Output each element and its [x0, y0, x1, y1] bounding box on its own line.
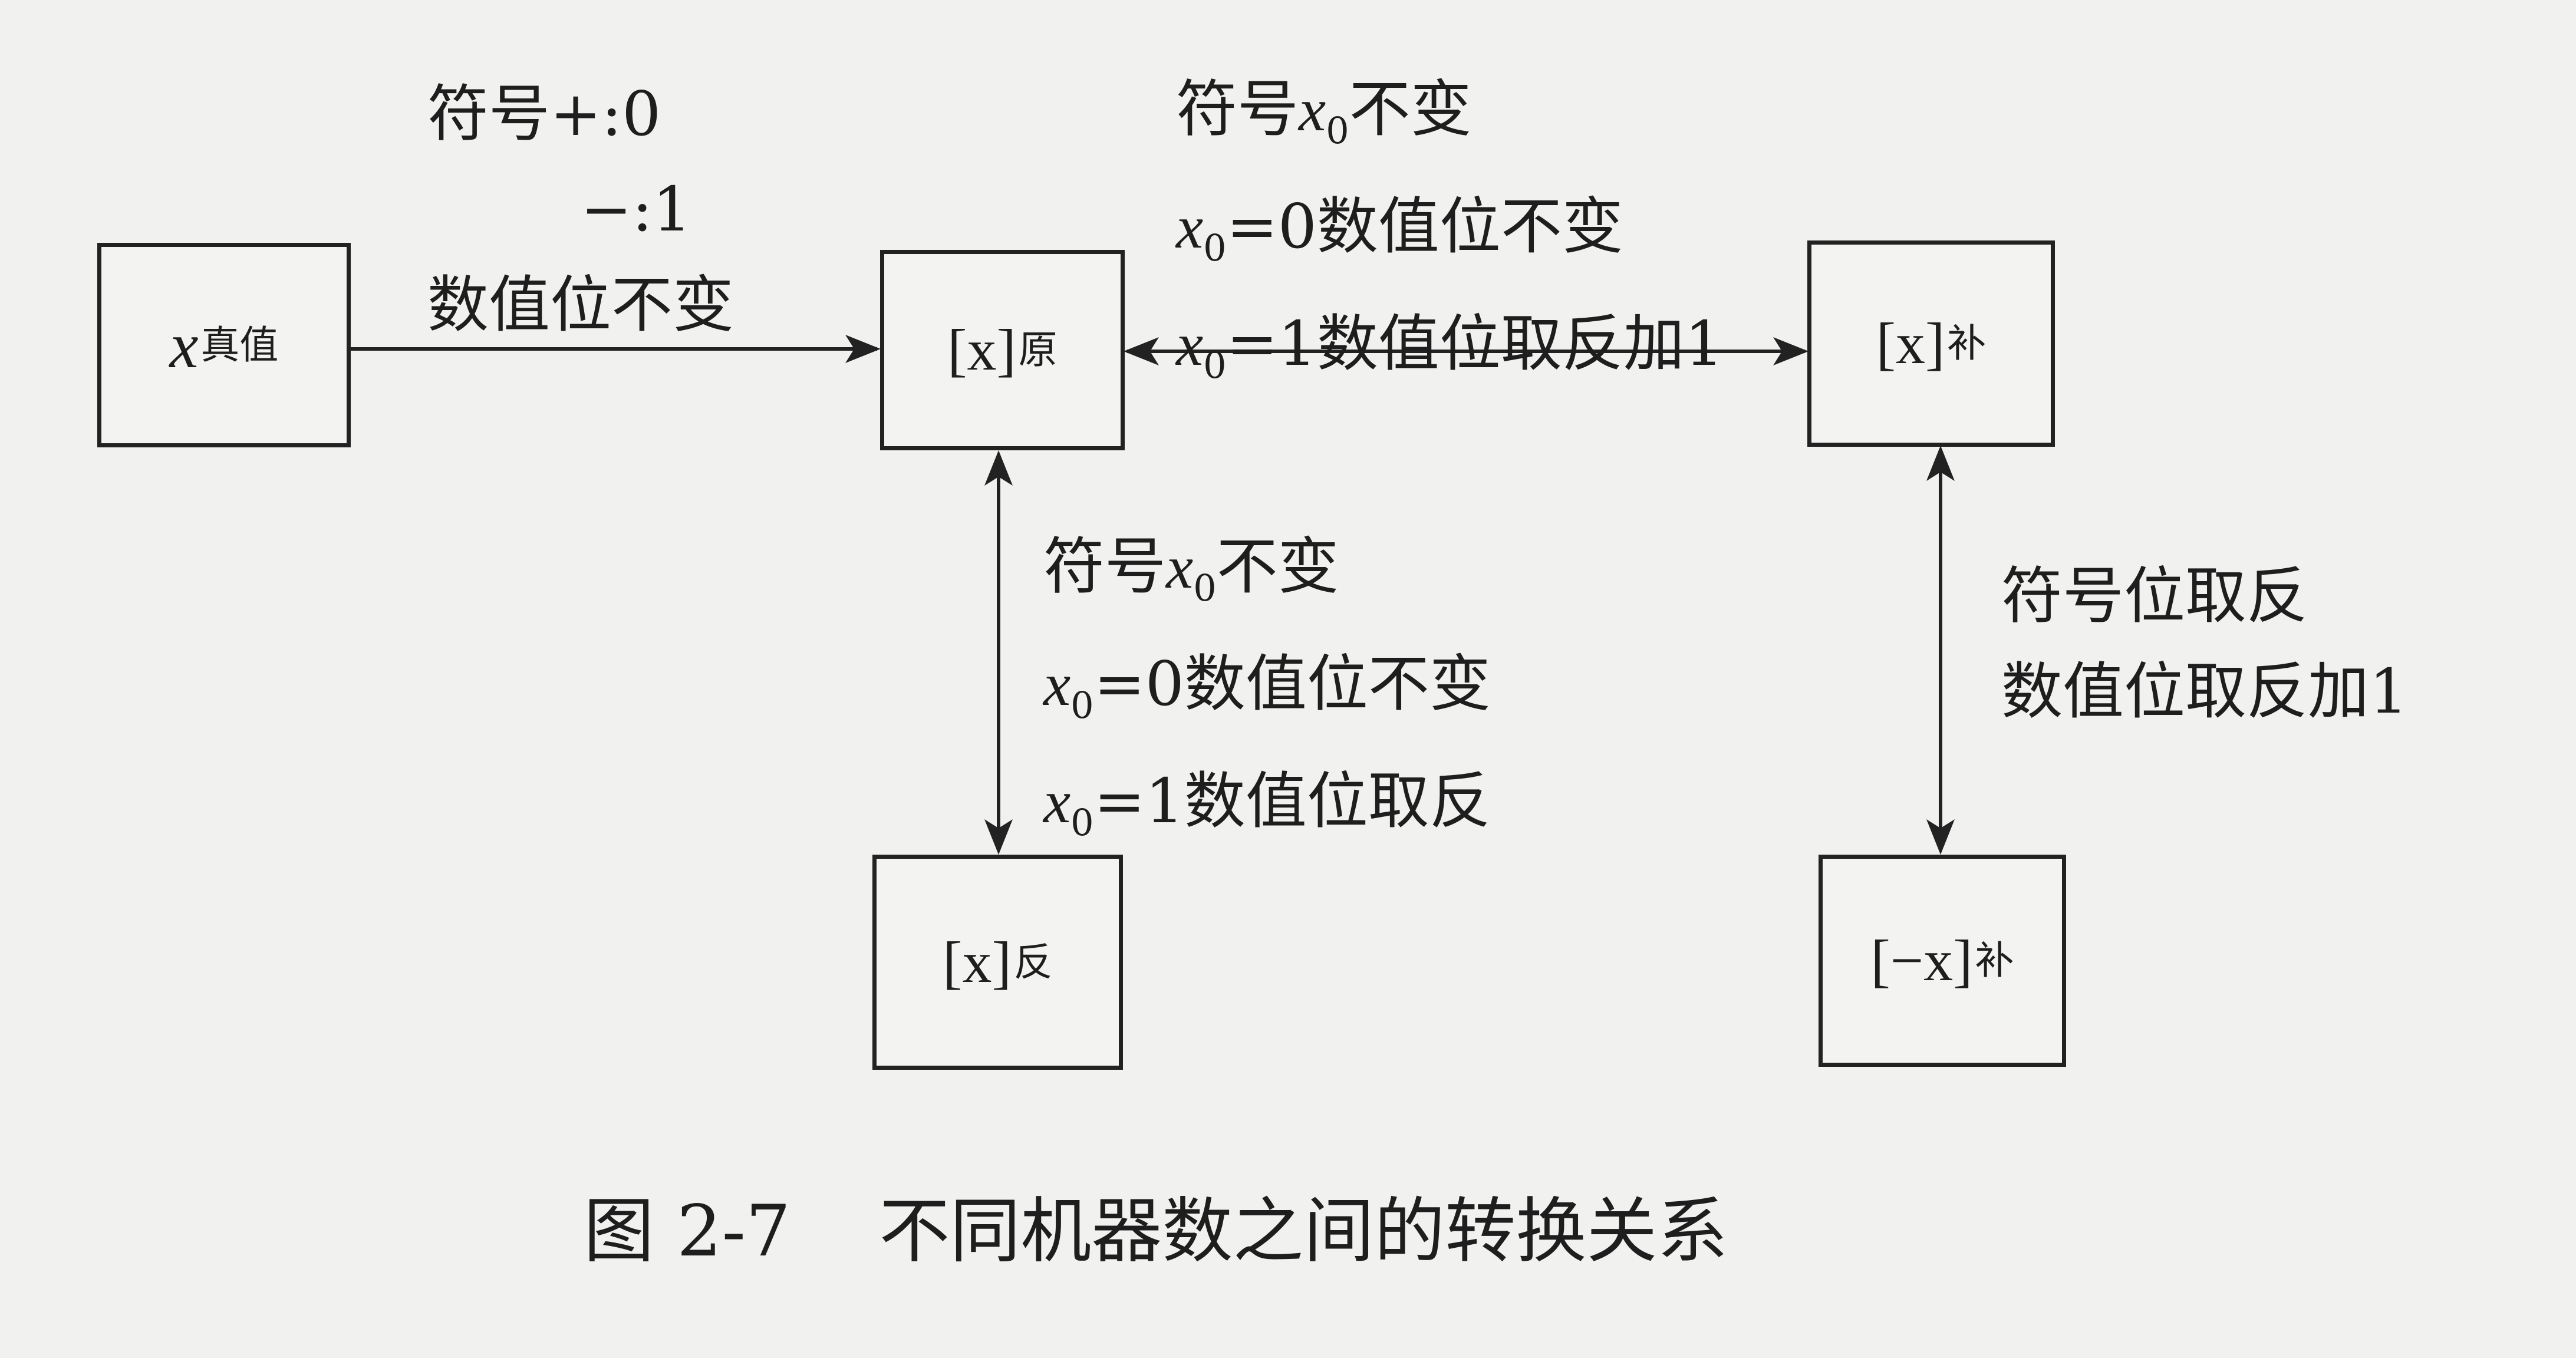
label-otw-l2-sub: 0: [1203, 226, 1227, 269]
label-twos-to-neg-line1: 符号位取反: [2001, 560, 2308, 632]
label-original-to-ones: 符号x0不变 x0=0数值位不变 x0=1数值位取反: [1043, 519, 1491, 870]
ones-complement-box: [x]反: [872, 855, 1123, 1070]
ones-complement-sub: 反: [1013, 939, 1053, 985]
label-otw-l3-var: x: [1176, 310, 1204, 378]
label-true-to-original: 符号+:0 −:1 数值位不变: [427, 66, 734, 352]
label-otw-l3-sub: 0: [1203, 343, 1227, 387]
label-oto-l1-suffix: 不变: [1216, 530, 1339, 602]
label-oto-l3-sub: 0: [1070, 800, 1094, 844]
label-twos-to-neg-line2: 数值位取反加1: [2001, 655, 2409, 727]
figure-number: 图 2-7: [584, 1191, 791, 1273]
label-original-to-ones-line1: 符号x0不变: [1043, 519, 1491, 636]
label-twos-to-neg: 符号位取反 数值位取反加1: [2001, 548, 2408, 739]
neg-twos-complement-sub: 补: [1975, 938, 2014, 983]
label-oto-l1-sub: 0: [1193, 566, 1217, 609]
sign-magnitude-main: [x]: [947, 317, 1016, 383]
figure-title: 不同机器数之间的转换关系: [879, 1191, 1728, 1273]
label-oto-l3-text: =1数值位取反: [1093, 764, 1491, 837]
label-oto-l3-var: x: [1043, 767, 1071, 836]
neg-twos-complement-box: [−x]补: [1819, 855, 2066, 1067]
twos-complement-box: [x]补: [1807, 240, 2055, 447]
label-original-to-twos: 符号x0不变 x0=0数值位不变 x0=1数值位取反加1: [1176, 61, 1724, 413]
sign-magnitude-box: [x]原: [880, 250, 1125, 450]
twos-complement-main: [x]: [1876, 311, 1945, 376]
label-original-to-ones-line3: x0=1数值位取反: [1043, 753, 1491, 871]
label-otw-l3-text: =1数值位取反加1: [1226, 307, 1724, 380]
label-otw-l1-sub: 0: [1326, 108, 1349, 152]
label-otw-l1-var: x: [1299, 76, 1326, 144]
label-oto-l2-var: x: [1043, 650, 1071, 718]
twos-complement-sub: 补: [1947, 321, 1987, 366]
label-oto-l2-text: =0数值位不变: [1093, 647, 1491, 720]
neg-twos-complement-main: [−x]: [1870, 928, 1973, 993]
label-true-to-original-line2: −:1: [581, 173, 692, 245]
label-original-to-twos-line1: 符号x0不变: [1176, 61, 1724, 179]
label-otw-l1-suffix: 不变: [1349, 73, 1472, 145]
label-oto-l2-sub: 0: [1070, 683, 1094, 727]
label-original-to-twos-line2: x0=0数值位不变: [1176, 179, 1724, 296]
true-value-var: x: [169, 309, 199, 381]
ones-complement-main: [x]: [943, 929, 1012, 995]
label-otw-l2-text: =0数值位不变: [1226, 190, 1623, 262]
label-true-to-original-line1: 符号+:0: [427, 78, 661, 150]
label-otw-l2-var: x: [1176, 193, 1204, 261]
label-original-to-twos-line3: x0=1数值位取反加1: [1176, 296, 1724, 413]
label-oto-l1-var: x: [1166, 533, 1194, 601]
label-true-to-original-line3: 数值位不变: [427, 269, 734, 341]
label-original-to-ones-line2: x0=0数值位不变: [1043, 636, 1491, 753]
label-oto-l1-prefix: 符号: [1043, 530, 1167, 602]
sign-magnitude-sub: 原: [1018, 327, 1058, 373]
label-otw-l1-prefix: 符号: [1176, 73, 1299, 145]
true-value-sub: 真值: [200, 322, 279, 368]
